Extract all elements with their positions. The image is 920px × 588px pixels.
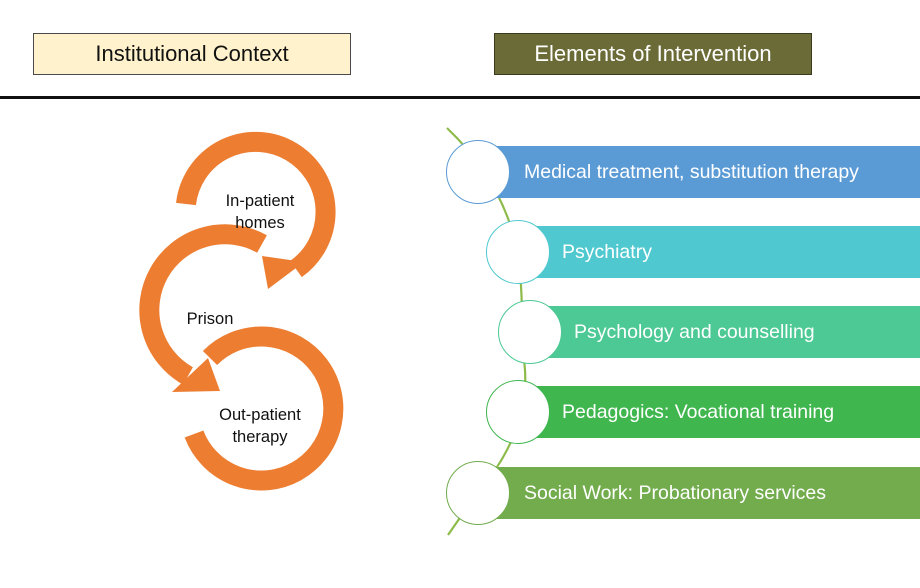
timeline-bubble-medical <box>446 140 510 204</box>
timeline-bubble-psychology <box>498 300 562 364</box>
cycle-label-out-patient-therapy: Out-patient therapy <box>219 406 301 446</box>
cycle-arrowhead-top <box>262 256 304 289</box>
cycle-label-in-patient-homes: In-patient homes <box>225 192 295 232</box>
intervention-bar-pedagogics: Pedagogics: Vocational training <box>518 386 920 438</box>
timeline-bubble-psychiatry <box>486 220 550 284</box>
intervention-bar-social-work: Social Work: Probationary services <box>478 467 920 519</box>
intervention-bar-psychology: Psychology and counselling <box>530 306 920 358</box>
header-divider <box>0 96 920 99</box>
intervention-bar-medical: Medical treatment, substitution therapy <box>478 146 920 198</box>
timeline-bubble-social-work <box>446 461 510 525</box>
intervention-label: Psychology and counselling <box>574 320 815 343</box>
intervention-label: Medical treatment, substitution therapy <box>524 160 859 183</box>
cycle-arrows <box>139 131 344 491</box>
cycle-arrow-top <box>176 131 336 278</box>
intervention-label: Pedagogics: Vocational training <box>562 400 835 423</box>
intervention-bar-psychiatry: Psychiatry <box>518 226 920 278</box>
cycle-arrowhead-middle <box>172 358 220 392</box>
institutional-context-header: Institutional Context <box>33 33 351 75</box>
timeline-bubble-pedagogics <box>486 380 550 444</box>
intervention-label: Social Work: Probationary services <box>524 481 827 504</box>
elements-of-intervention-header: Elements of Intervention <box>494 33 812 75</box>
institutional-context-title: Institutional Context <box>95 41 289 66</box>
cycle-arrow-bottom <box>184 326 344 491</box>
cycle-label-prison: Prison <box>186 310 234 328</box>
intervention-label: Psychiatry <box>562 240 652 263</box>
cycle-arrow-middle <box>139 224 267 385</box>
elements-of-intervention-title: Elements of Intervention <box>534 41 772 66</box>
